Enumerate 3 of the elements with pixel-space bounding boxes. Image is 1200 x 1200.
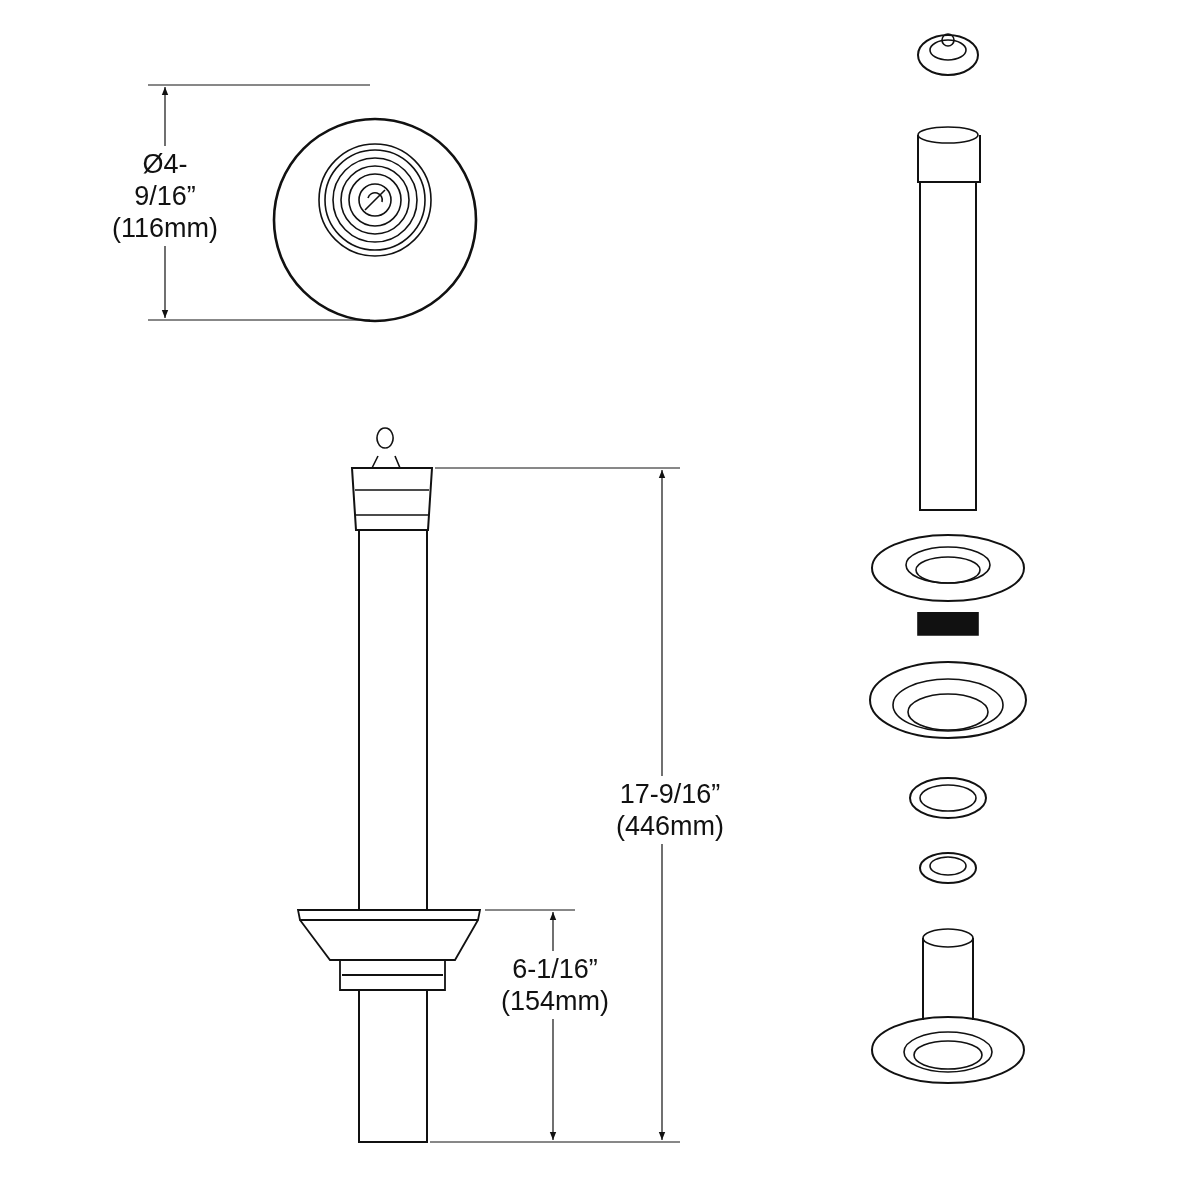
dimension-label: 6-1/16” (154mm)	[501, 951, 609, 1019]
dimension-label: Ø4-9/16” (116mm)	[112, 146, 218, 246]
dimension-label: 17-9/16” (446mm)	[616, 776, 724, 844]
